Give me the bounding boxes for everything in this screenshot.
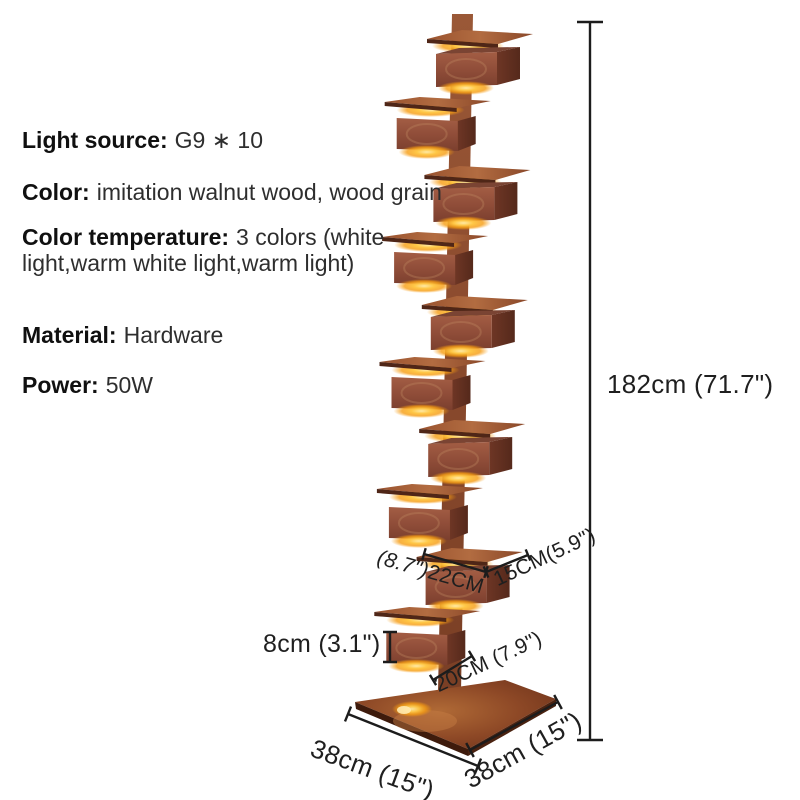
spec-light-source-value: G9 ∗ 10 bbox=[174, 127, 263, 153]
base-left-dimension-line bbox=[343, 706, 483, 774]
spec-color: Color:imitation walnut wood, wood grain bbox=[22, 179, 482, 205]
dimension-lines bbox=[343, 20, 603, 774]
spec-list: Light source:G9 ∗ 10 Color:imitation wal… bbox=[22, 127, 482, 398]
spec-color-temperature: Color temperature:3 colors (white light,… bbox=[22, 224, 424, 276]
height-dimension-line bbox=[577, 20, 603, 742]
column-shelf-dimension-line bbox=[428, 650, 477, 686]
spec-material: Material:Hardware bbox=[22, 322, 482, 348]
spec-color-temperature-label: Color temperature: bbox=[22, 224, 230, 250]
spec-light-source-label: Light source: bbox=[22, 127, 168, 153]
box-height-dimension-label: 8cm (3.1") bbox=[263, 630, 381, 658]
spec-color-value: imitation walnut wood, wood grain bbox=[96, 179, 442, 205]
shade-width-dimension-line bbox=[482, 548, 532, 579]
spec-power-label: Power: bbox=[22, 372, 99, 398]
spec-color-label: Color: bbox=[22, 179, 90, 205]
height-dimension-label: 182cm (71.7") bbox=[607, 369, 774, 399]
spec-power-value: 50W bbox=[105, 372, 153, 398]
base-right-dimension-line bbox=[465, 694, 563, 758]
spec-power: Power:50W bbox=[22, 372, 482, 398]
spec-light-source: Light source:G9 ∗ 10 bbox=[22, 127, 482, 153]
spec-material-label: Material: bbox=[22, 322, 117, 348]
box-height-dimension-line bbox=[383, 630, 397, 664]
lamp-illustration bbox=[355, 14, 556, 756]
spec-material-value: Hardware bbox=[123, 322, 224, 348]
spec-color-temperature-value: 3 colors (white light,warm white light,w… bbox=[22, 224, 385, 276]
